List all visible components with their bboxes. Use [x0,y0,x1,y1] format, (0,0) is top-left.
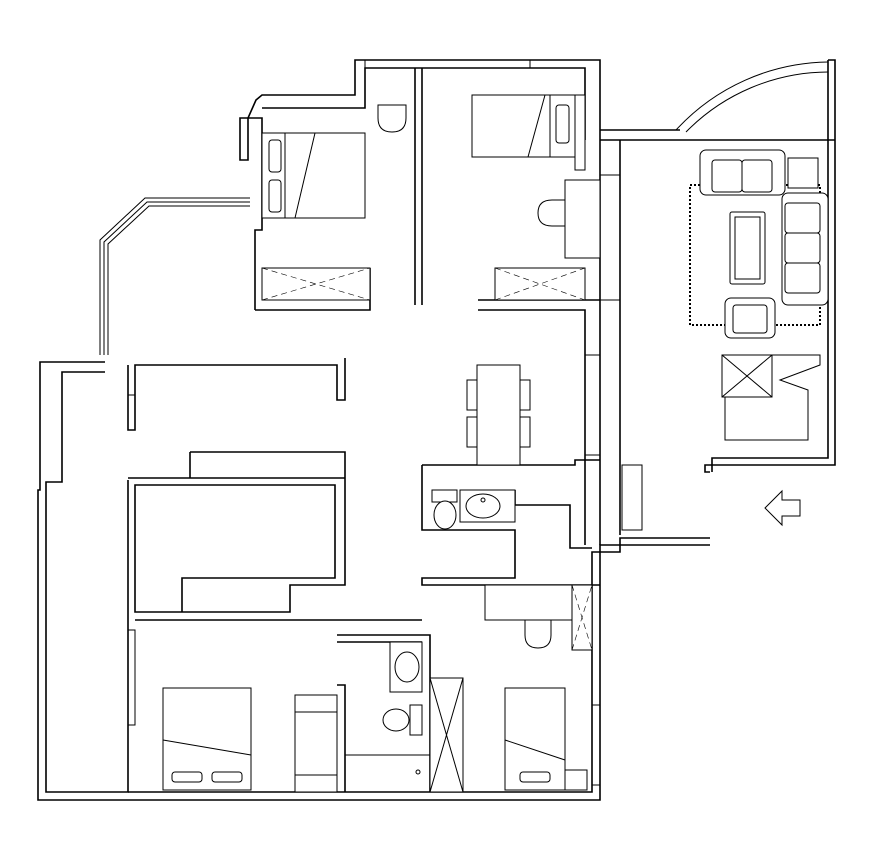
bed-top-right [471,94,576,158]
toilet-3 [431,489,458,530]
bathroom-fixtures [345,104,601,775]
bed-bottom-right [504,687,588,791]
toilet-5 [382,704,423,736]
sofa-right [781,192,829,306]
sink-1 [459,489,516,523]
bed-bottom-left [162,687,252,791]
dining-table [466,364,531,466]
tv-cabinet [621,464,643,531]
toilet-4 [484,584,573,649]
shower [345,754,430,775]
sink-2 [389,641,423,693]
living-room-furniture [621,149,829,531]
arrow-left-icon [764,489,801,527]
toilet-2 [537,179,601,259]
sofa-top [699,149,786,196]
wardrobes [261,94,593,793]
windows [127,59,621,786]
beds [162,94,588,791]
coffee-table [729,211,766,285]
curved-balcony [675,61,829,133]
armchair [724,297,776,339]
bed-top-left [261,132,366,219]
left-balcony [99,197,250,355]
study-desk [721,354,821,441]
toilet-1 [377,104,407,133]
side-table [787,157,819,189]
